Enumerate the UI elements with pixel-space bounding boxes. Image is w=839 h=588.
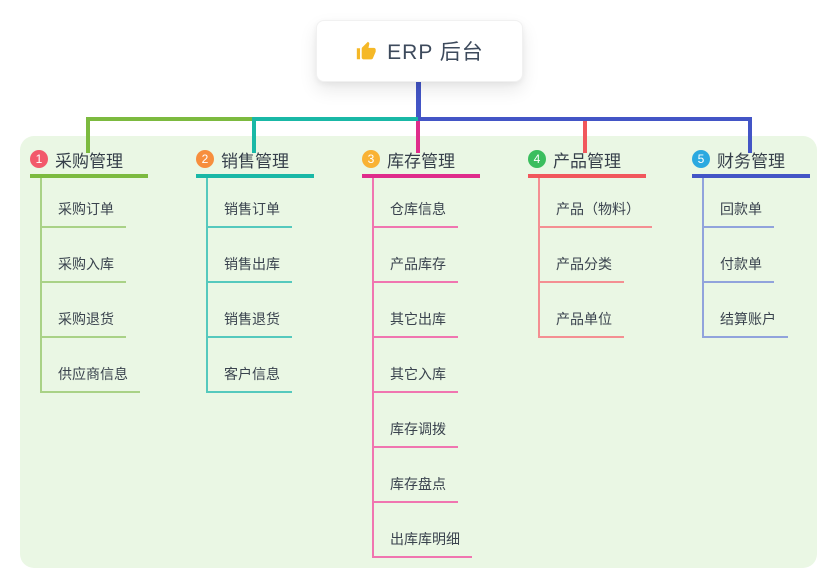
child-node-row: 销售出库	[208, 228, 292, 283]
child-node[interactable]: 采购入库	[42, 254, 126, 283]
child-node-row: 出库库明细	[374, 503, 472, 558]
child-node[interactable]: 供应商信息	[42, 364, 140, 393]
connector-drop-branch2	[252, 117, 256, 153]
child-node-row: 客户信息	[208, 338, 292, 393]
child-node-row: 产品库存	[374, 228, 472, 283]
child-node[interactable]: 仓库信息	[374, 199, 458, 228]
child-node-row: 产品（物料）	[540, 178, 652, 228]
child-node[interactable]: 产品库存	[374, 254, 458, 283]
branch-title-node[interactable]: 4 产品管理	[528, 146, 646, 178]
branch-number-badge: 1	[30, 150, 48, 168]
child-node[interactable]: 产品分类	[540, 254, 624, 283]
child-node[interactable]: 销售订单	[208, 199, 292, 228]
branch-number-badge: 5	[692, 150, 710, 168]
branch-children: 销售订单 销售出库 销售退货 客户信息	[206, 178, 292, 393]
branch-number-badge: 2	[196, 150, 214, 168]
branch-children: 采购订单 采购入库 采购退货 供应商信息	[40, 178, 140, 393]
child-node[interactable]: 产品单位	[540, 309, 624, 338]
connector-horizontal-branch2	[252, 117, 420, 121]
child-node-row: 其它入库	[374, 338, 472, 393]
branch-number-badge: 3	[362, 150, 380, 168]
branch-1: 1 采购管理 采购订单 采购入库 采购退货 供应商信息	[30, 146, 148, 393]
branches-background-panel	[20, 136, 817, 568]
child-node-row: 其它出库	[374, 283, 472, 338]
child-node[interactable]: 库存调拨	[374, 419, 458, 448]
child-node[interactable]: 采购订单	[42, 199, 126, 228]
child-node-row: 回款单	[704, 178, 788, 228]
child-node-row: 仓库信息	[374, 178, 472, 228]
branch-5: 5 财务管理 回款单 付款单 结算账户	[692, 146, 810, 338]
branch-title-node[interactable]: 3 库存管理	[362, 146, 480, 178]
child-node[interactable]: 销售出库	[208, 254, 292, 283]
branch-children: 产品（物料） 产品分类 产品单位	[538, 178, 652, 338]
branch-3: 3 库存管理 仓库信息 产品库存 其它出库 其它入库 库存调拨 库存盘点 出库库…	[362, 146, 480, 558]
child-node-row: 库存调拨	[374, 393, 472, 448]
branch-title-node[interactable]: 2 销售管理	[196, 146, 314, 178]
child-node-row: 库存盘点	[374, 448, 472, 503]
connector-drop-branch1	[86, 117, 90, 153]
child-node-row: 销售退货	[208, 283, 292, 338]
child-node[interactable]: 结算账户	[704, 309, 788, 338]
branch-label: 库存管理	[387, 151, 455, 171]
branch-children: 仓库信息 产品库存 其它出库 其它入库 库存调拨 库存盘点 出库库明细	[372, 178, 472, 558]
branch-label: 财务管理	[717, 151, 785, 171]
connector-drop-branch4	[583, 121, 587, 153]
child-node-row: 采购入库	[42, 228, 140, 283]
connector-horizontal-branch1	[86, 117, 254, 121]
child-node[interactable]: 出库库明细	[374, 529, 472, 558]
child-node[interactable]: 回款单	[704, 199, 774, 228]
child-node-row: 销售订单	[208, 178, 292, 228]
child-node[interactable]: 产品（物料）	[540, 199, 652, 228]
child-node[interactable]: 其它入库	[374, 364, 458, 393]
root-node-label: ERP 后台	[387, 41, 484, 64]
child-node-row: 结算账户	[704, 283, 788, 338]
root-node[interactable]: ERP 后台	[316, 20, 523, 82]
connector-drop-branch5	[748, 117, 752, 153]
branch-title-node[interactable]: 1 采购管理	[30, 146, 148, 178]
branch-children: 回款单 付款单 结算账户	[702, 178, 788, 338]
child-node[interactable]: 采购退货	[42, 309, 126, 338]
connector-root-vertical	[416, 82, 421, 119]
branch-label: 采购管理	[55, 151, 123, 171]
child-node-row: 采购订单	[42, 178, 140, 228]
branch-title-node[interactable]: 5 财务管理	[692, 146, 810, 178]
connector-horizontal-right	[418, 117, 752, 121]
branch-number-badge: 4	[528, 150, 546, 168]
child-node[interactable]: 库存盘点	[374, 474, 458, 503]
thumbs-up-icon	[355, 40, 377, 62]
branch-2: 2 销售管理 销售订单 销售出库 销售退货 客户信息	[196, 146, 314, 393]
child-node-row: 产品单位	[540, 283, 652, 338]
child-node-row: 供应商信息	[42, 338, 140, 393]
child-node-row: 付款单	[704, 228, 788, 283]
child-node-row: 产品分类	[540, 228, 652, 283]
child-node[interactable]: 销售退货	[208, 309, 292, 338]
connector-drop-branch3	[416, 121, 420, 153]
child-node[interactable]: 付款单	[704, 254, 774, 283]
child-node[interactable]: 客户信息	[208, 364, 292, 393]
child-node[interactable]: 其它出库	[374, 309, 458, 338]
branch-label: 销售管理	[221, 151, 289, 171]
child-node-row: 采购退货	[42, 283, 140, 338]
branch-4: 4 产品管理 产品（物料） 产品分类 产品单位	[528, 146, 652, 338]
branch-label: 产品管理	[553, 151, 621, 171]
